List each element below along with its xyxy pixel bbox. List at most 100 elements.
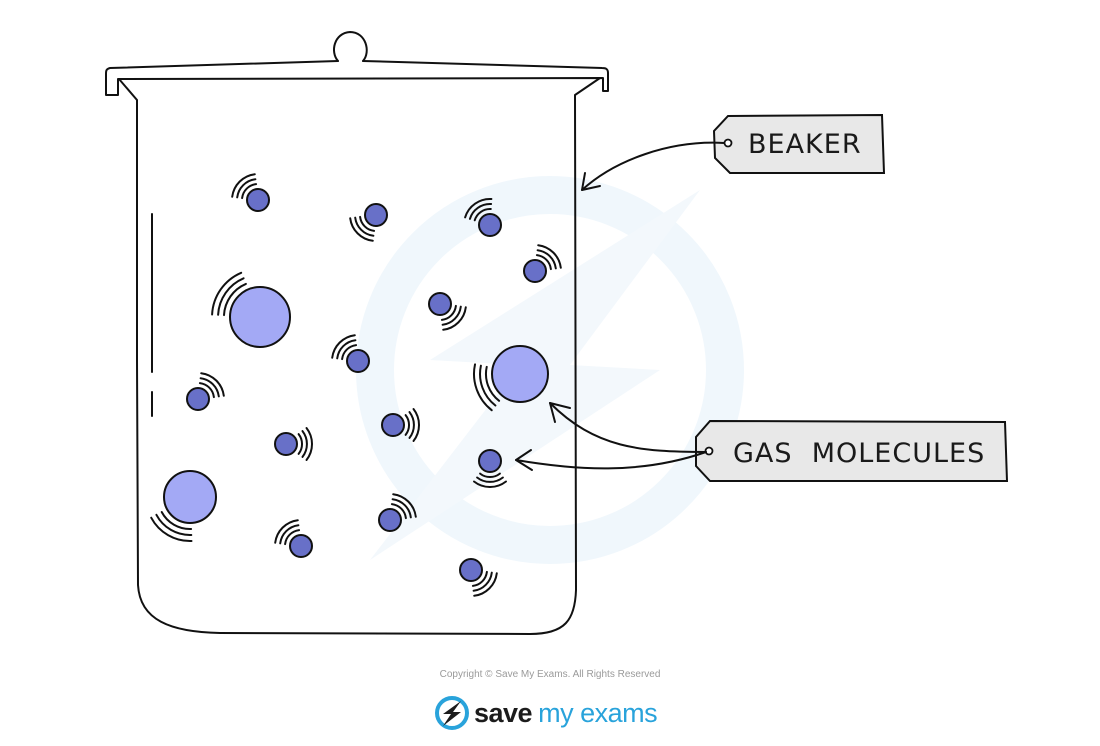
tag-shape bbox=[712, 113, 886, 174]
beaker bbox=[105, 31, 609, 635]
tag-shape bbox=[695, 419, 1009, 482]
large-gas-molecule bbox=[211, 271, 291, 348]
gas-molecules-label: GAS MOLECULES bbox=[733, 438, 985, 469]
motion-line bbox=[354, 216, 375, 237]
gas-arrowhead-large bbox=[549, 402, 571, 423]
motion-line bbox=[160, 511, 193, 531]
lightning-bolt-icon bbox=[435, 696, 469, 730]
motion-line bbox=[241, 183, 258, 200]
small-gas-molecule bbox=[459, 558, 498, 597]
motion-line bbox=[341, 344, 358, 361]
beaker-body bbox=[118, 77, 601, 635]
motion-line bbox=[199, 377, 220, 398]
brand-logo: save my exams bbox=[434, 693, 658, 733]
motion-line bbox=[476, 476, 504, 483]
gas-arrowhead-small bbox=[515, 449, 533, 471]
small-gas-molecule bbox=[381, 408, 420, 442]
motion-line bbox=[485, 365, 501, 402]
motion-line bbox=[284, 529, 301, 546]
motion-line bbox=[473, 480, 507, 488]
motion-line bbox=[390, 503, 407, 520]
motion-line bbox=[200, 372, 225, 397]
motion-line bbox=[440, 304, 457, 321]
gas-arrow-small bbox=[515, 451, 707, 470]
motion-line bbox=[473, 363, 493, 412]
molecule-body bbox=[459, 558, 483, 582]
large-gas-molecule bbox=[150, 470, 217, 543]
small-gas-molecule bbox=[274, 427, 313, 461]
motion-line bbox=[297, 433, 303, 455]
motion-line bbox=[404, 414, 410, 436]
gas-arrow-large bbox=[549, 402, 707, 453]
small-gas-molecule bbox=[428, 292, 467, 331]
gas-molecules-label-tag: GAS MOLECULES bbox=[515, 402, 1009, 482]
tag-hole bbox=[704, 446, 714, 456]
motion-line bbox=[441, 305, 462, 326]
motion-line bbox=[223, 282, 247, 317]
beaker-arrow bbox=[581, 141, 725, 191]
molecule-body bbox=[229, 286, 291, 348]
molecule-body bbox=[364, 203, 388, 227]
beaker-arrowhead bbox=[581, 172, 601, 191]
motion-line bbox=[150, 516, 193, 543]
molecule-body bbox=[289, 534, 313, 558]
motion-line bbox=[359, 215, 376, 232]
beaker-label: BEAKER bbox=[748, 129, 862, 160]
molecule-body bbox=[381, 413, 405, 437]
brand-word-myexams: my exams bbox=[538, 697, 658, 728]
motion-line bbox=[301, 430, 308, 458]
motion-line bbox=[536, 249, 557, 270]
molecule-body bbox=[186, 387, 210, 411]
small-gas-molecule bbox=[274, 519, 313, 558]
motion-line bbox=[473, 572, 498, 597]
molecule-body bbox=[478, 213, 502, 237]
molecule-body bbox=[346, 349, 370, 373]
molecule-body bbox=[274, 432, 298, 456]
copyright-notice: Copyright © Save My Exams. All Rights Re… bbox=[439, 669, 661, 680]
brand-word-save: save bbox=[474, 697, 533, 728]
motion-line bbox=[391, 498, 412, 519]
motion-line bbox=[473, 207, 492, 222]
small-gas-molecule bbox=[349, 203, 388, 242]
molecule-body bbox=[246, 188, 270, 212]
motion-line bbox=[464, 197, 493, 219]
molecule-body bbox=[478, 449, 502, 473]
motion-line bbox=[537, 244, 562, 269]
beaker-lid-knob bbox=[333, 31, 368, 62]
motion-line bbox=[468, 202, 493, 220]
motion-line bbox=[442, 306, 467, 331]
motion-line bbox=[336, 339, 357, 360]
motion-line bbox=[392, 493, 417, 518]
motion-line bbox=[535, 254, 552, 271]
motion-line bbox=[412, 408, 420, 442]
motion-line bbox=[408, 411, 415, 439]
motion-line bbox=[479, 472, 501, 478]
small-gas-molecule bbox=[464, 197, 502, 237]
motion-line bbox=[305, 427, 313, 461]
small-gas-molecule bbox=[473, 449, 507, 488]
gas-molecules bbox=[150, 173, 562, 597]
small-gas-molecule bbox=[523, 244, 562, 283]
motion-line bbox=[349, 217, 374, 242]
motion-line bbox=[236, 178, 257, 199]
large-gas-molecule bbox=[473, 345, 549, 412]
motion-line bbox=[211, 271, 243, 316]
molecule-body bbox=[378, 508, 402, 532]
small-gas-molecule bbox=[378, 493, 417, 532]
motion-line bbox=[472, 571, 493, 592]
beaker-lid bbox=[105, 60, 609, 96]
motion-line bbox=[471, 570, 488, 587]
small-gas-molecule bbox=[231, 173, 270, 212]
motion-line bbox=[231, 173, 256, 198]
motion-line bbox=[198, 382, 215, 399]
motion-line bbox=[217, 277, 245, 316]
molecule-body bbox=[428, 292, 452, 316]
small-gas-molecule bbox=[186, 372, 225, 411]
beaker-label-tag: BEAKER bbox=[581, 113, 886, 191]
molecule-body bbox=[523, 259, 547, 283]
molecule-body bbox=[491, 345, 549, 403]
motion-line bbox=[479, 364, 497, 407]
molecule-body bbox=[163, 470, 217, 524]
motion-line bbox=[331, 334, 356, 359]
